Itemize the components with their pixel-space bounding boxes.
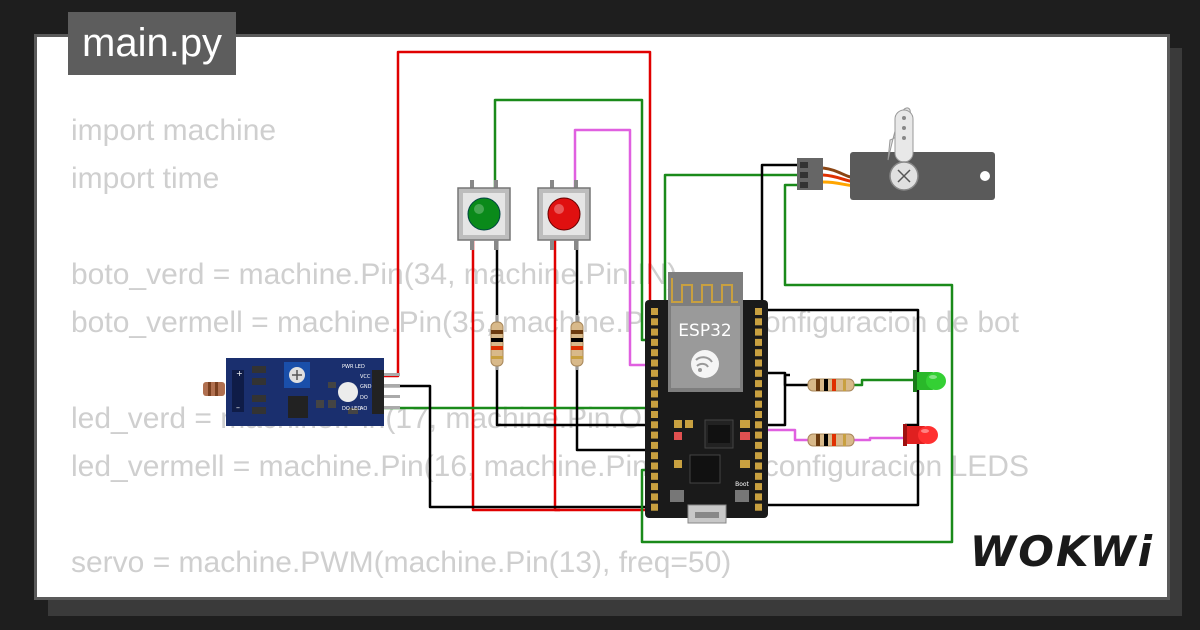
led-green [913,370,946,392]
esp32-pin [755,369,762,377]
wire-pink-button [573,128,655,367]
wire-black-led-gnd [762,308,920,507]
wire-pink-resistor-2 [762,428,810,442]
esp32-pin [755,328,762,336]
sensor-pin-ao: AO [360,406,367,412]
code-line: import time [71,162,220,195]
esp32-pin [755,390,762,398]
esp32-pin [651,400,658,408]
wire-black-gnd [383,384,655,509]
esp32-pin [755,359,762,367]
esp32-pin [651,380,658,388]
esp32-pin [651,359,658,367]
sensor-do-led-label: DO LED [342,406,361,412]
resistor-vertical-1 [490,315,504,370]
esp32-pins-left [651,308,658,511]
esp32-pin [651,369,658,377]
sensor-pwr-led-label: PWR LED [342,364,365,370]
pushbutton-red[interactable] [537,180,591,250]
esp32-board: ESP32 Boot [645,272,768,524]
servo-motor [797,107,995,200]
wire-black-button-red [575,235,655,452]
code-line: sensor_luz = machine.ADC(machine.Pin(32)… [71,587,1029,597]
esp32-pin [651,308,658,315]
esp32-pin [651,338,658,346]
esp32-pin [755,493,762,501]
esp32-pin [755,472,762,480]
esp32-pin [651,483,658,491]
filename-tab[interactable]: main.py [68,12,237,75]
esp32-pin [755,380,762,388]
code-line: import machine [71,114,277,147]
esp32-pin [651,503,658,511]
esp32-pin [755,349,762,357]
esp32-pin [755,308,762,315]
esp32-pin [651,411,658,418]
esp32-pin [755,421,762,429]
wire-pink-led-red [852,436,905,442]
resistor-horizontal-1 [807,378,855,392]
esp32-label: ESP32 [678,321,731,341]
esp32-pin [651,452,658,460]
led-red [903,424,938,446]
esp32-pin [755,452,762,460]
wire-black-servo-gnd [760,163,800,305]
esp32-pin [651,421,658,429]
esp32-pin [651,462,658,470]
esp32-pin [755,462,762,470]
esp32-pin [755,338,762,346]
esp32-pin [755,483,762,491]
esp32-pin [755,411,762,418]
esp32-pin [755,400,762,408]
svg-text:–: – [236,403,240,412]
pushbutton-green[interactable] [457,180,511,250]
wire-black-button-green [495,235,655,427]
svg-text:+: + [236,369,243,378]
sensor-pin-vcc: VCC [360,374,371,380]
light-sensor-module: + – PWR LED DO LED VCC GND DO AO [203,358,400,426]
esp32-pin [755,503,762,511]
code-line: servo = machine.PWM(machine.Pin(13), fre… [71,546,732,579]
esp32-pin [651,390,658,398]
esp32-pin [755,441,762,449]
sensor-pin-do: DO [360,395,368,401]
wire-red-button-green [471,235,560,512]
esp32-pin [651,349,658,357]
esp32-pin [651,328,658,336]
esp32-pin [651,431,658,439]
filename-label: main.py [82,21,223,65]
resistor-horizontal-2 [807,433,855,447]
resistor-vertical-2 [570,315,584,370]
esp32-pin [651,472,658,480]
esp32-pin [755,431,762,439]
esp32-pin [651,493,658,501]
esp32-pin [651,318,658,326]
wire-red-vcc [383,50,652,512]
wokwi-logo: WOKWi [970,527,1154,576]
wire-green-servo-signal [663,173,800,305]
sensor-pin-gnd: GND [360,384,372,390]
wire-green-servo-vcc [640,183,954,544]
wire-black-resistor-2 [762,373,790,427]
esp32-pin [651,441,658,449]
esp32-pins-right [755,308,762,511]
esp32-boot-label: Boot [735,481,749,488]
esp32-pin [755,318,762,326]
wire-green-led-green [852,378,918,387]
